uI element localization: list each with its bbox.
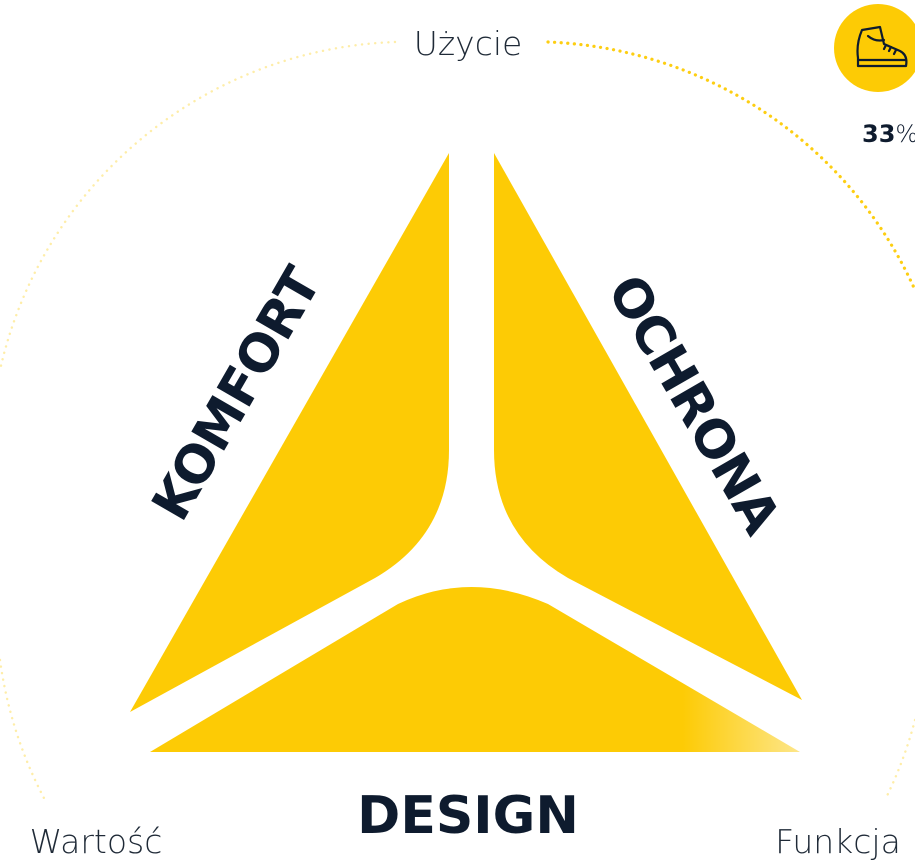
segment-design <box>150 587 800 752</box>
badge-circle <box>834 4 915 92</box>
segment-komfort <box>130 153 449 712</box>
boot-icon <box>856 25 908 68</box>
badge-number: 33 <box>862 120 895 148</box>
percentage-badge: 33% <box>834 4 915 148</box>
badge-value: 33% <box>862 120 915 148</box>
axis-label-bottom-left: Wartość <box>30 822 163 861</box>
design-label: DESIGN <box>357 786 579 846</box>
axis-label-bottom-right: Funkcja <box>775 822 901 861</box>
segment-ochrona <box>494 153 802 700</box>
axis-label-top: Użycie <box>414 24 523 63</box>
dotted-ring <box>0 40 915 802</box>
badge-unit: % <box>895 120 915 148</box>
